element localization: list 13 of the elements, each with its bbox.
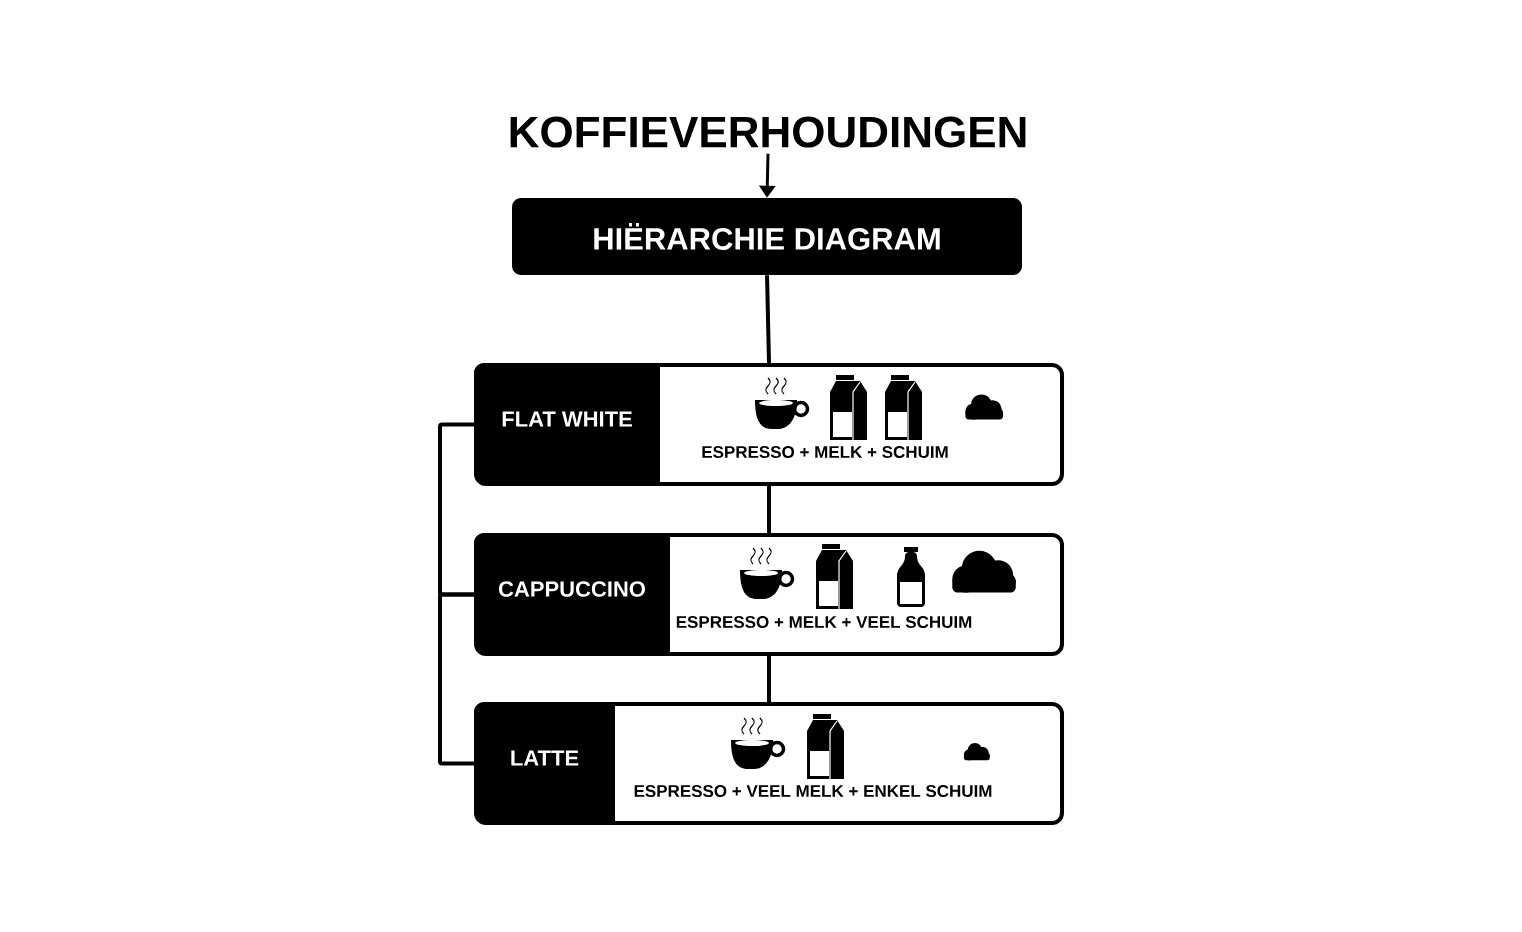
ingredient-text: ESPRESSO + VEEL MELK + ENKEL SCHUIM [634, 785, 992, 798]
drink-name: CAPPUCCINO [498, 581, 645, 597]
connector-line [767, 486, 771, 533]
connector-line [767, 656, 771, 702]
drink-name: LATTE [511, 750, 579, 766]
bracket-line [438, 422, 474, 597]
title: KOFFIEVERHOUDINGEN [510, 116, 1026, 148]
connector-line [765, 275, 771, 364]
drink-name: FLAT WHITE [502, 411, 632, 427]
bracket-line [438, 592, 474, 766]
ingredient-text: ESPRESSO + MELK + SCHUIM [702, 446, 948, 459]
header-box: HIËRARCHIE DIAGRAM [512, 198, 1022, 275]
ingredient-text: ESPRESSO + MELK + VEEL SCHUIM [676, 616, 972, 629]
